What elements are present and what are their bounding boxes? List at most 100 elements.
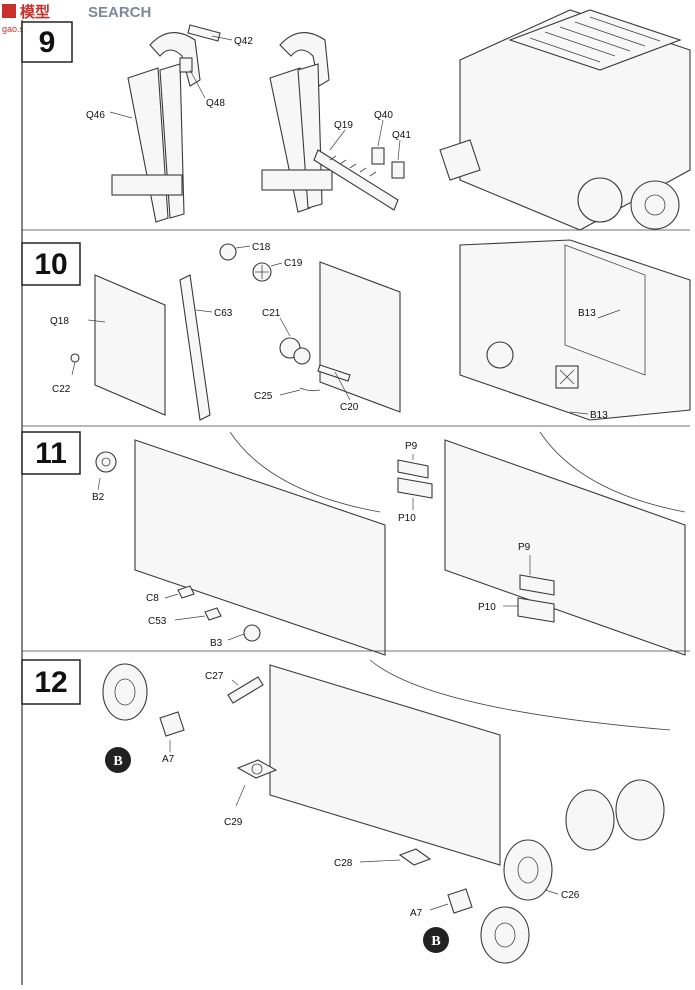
step-number-box (21, 242, 81, 286)
part-c28 (398, 848, 432, 866)
leader (235, 784, 246, 807)
part-label: P9 (405, 441, 418, 452)
part-label: Q18 (50, 316, 69, 327)
lock2-base (261, 169, 333, 191)
step-9: 9 Q42 Q46 Q48 Q19 Q4 (21, 9, 691, 231)
part-c29 (236, 759, 278, 779)
part-c29-hole (251, 763, 263, 775)
part-label: C63 (214, 308, 233, 319)
part-label: B13 (578, 308, 596, 319)
leader (97, 477, 101, 491)
part-label: Q41 (392, 130, 411, 141)
part-c27 (227, 676, 264, 704)
leader (235, 245, 251, 249)
turret-ring-arc-2 (539, 431, 686, 513)
badge-b-upper-icon (105, 747, 131, 773)
part-label: Q19 (334, 120, 353, 131)
leader (397, 139, 401, 161)
rear-plate-1 (94, 274, 166, 416)
leader (334, 371, 351, 401)
part-c22 (70, 353, 80, 363)
part-label: C26 (561, 890, 580, 901)
hull-side-left (134, 439, 386, 656)
lock-part-q48 (179, 57, 193, 73)
leader (227, 633, 245, 641)
grille-lines (529, 16, 661, 63)
lock-part-q42 (187, 24, 221, 42)
part-p10-top (397, 477, 433, 499)
part-q41 (391, 161, 405, 179)
step-number: 11 (35, 437, 67, 470)
part-b2 (95, 451, 117, 473)
part-p9-bottom (519, 574, 555, 596)
part-a7-upper (159, 711, 185, 737)
hull-rear-view (439, 9, 691, 231)
leader (87, 319, 106, 323)
step-10: 10 Q18 C63 C22 C18 C19 C21 C25 C20 (21, 239, 691, 421)
part-b2-hole (101, 457, 111, 467)
rear-plate-2 (319, 261, 401, 413)
leader (544, 889, 559, 895)
leader (71, 361, 76, 376)
lock2-spring-rod (313, 149, 399, 211)
hull-rear-step10 (459, 239, 691, 421)
leader (569, 411, 589, 415)
part-label: P10 (398, 513, 416, 524)
part-label: Q48 (206, 98, 225, 109)
part-label: P10 (478, 602, 496, 613)
part-label: C22 (52, 384, 71, 395)
part-c25 (299, 387, 321, 392)
leader (231, 679, 239, 686)
leader (211, 35, 233, 41)
leader (329, 129, 346, 151)
wheel-spokes (255, 265, 269, 279)
road-wheel-2 (615, 779, 665, 841)
part-label: A7 (410, 908, 423, 919)
step-number-box (21, 659, 81, 705)
part-label: Q42 (234, 36, 253, 47)
travel-lock-exploded (111, 24, 221, 223)
part-label: B3 (210, 638, 223, 649)
watermark-logo-text: 模型 (20, 3, 50, 21)
hull-fan-mounted (486, 341, 514, 369)
watermark-search-text: SEARCH (88, 4, 151, 21)
road-wheel-hub (644, 194, 666, 216)
badge-b-upper: B (113, 754, 122, 769)
leader (429, 903, 449, 911)
idler-wheel-upper-hub (114, 678, 136, 706)
leader (189, 69, 206, 99)
spring-coils (329, 155, 377, 177)
idler-mounted-hub (517, 856, 539, 884)
part-c18 (219, 243, 237, 261)
part-p10-bottom (517, 597, 555, 623)
part-label: B2 (92, 492, 105, 503)
part-label: C25 (254, 391, 273, 402)
leader (270, 262, 283, 267)
part-a7-lower (447, 888, 473, 914)
crossed-out-icon (559, 369, 575, 385)
turret-ring-arc (229, 431, 381, 513)
step-number: 9 (39, 26, 56, 59)
idler-wheel-lower (480, 906, 530, 964)
leader (359, 859, 401, 863)
badge-b-lower: B (431, 934, 440, 949)
part-c53 (204, 607, 222, 621)
hull-body (459, 9, 691, 231)
leader (164, 593, 179, 599)
part-label: B13 (590, 410, 608, 421)
step-number-box (21, 21, 73, 63)
travel-lock-assembled (261, 32, 405, 213)
idler-mounted (503, 839, 553, 901)
lock-clamp-top (149, 32, 201, 87)
part-c20 (317, 364, 351, 382)
hull-side-right (444, 439, 686, 656)
rear-hatch-frame (564, 244, 646, 376)
hull-side-step12 (269, 664, 501, 866)
part-label: P9 (518, 542, 531, 553)
part-b3 (243, 624, 261, 642)
step-number: 10 (34, 248, 67, 281)
part-q40 (371, 147, 385, 165)
part-c8 (177, 585, 195, 599)
part-label: C27 (205, 671, 224, 682)
